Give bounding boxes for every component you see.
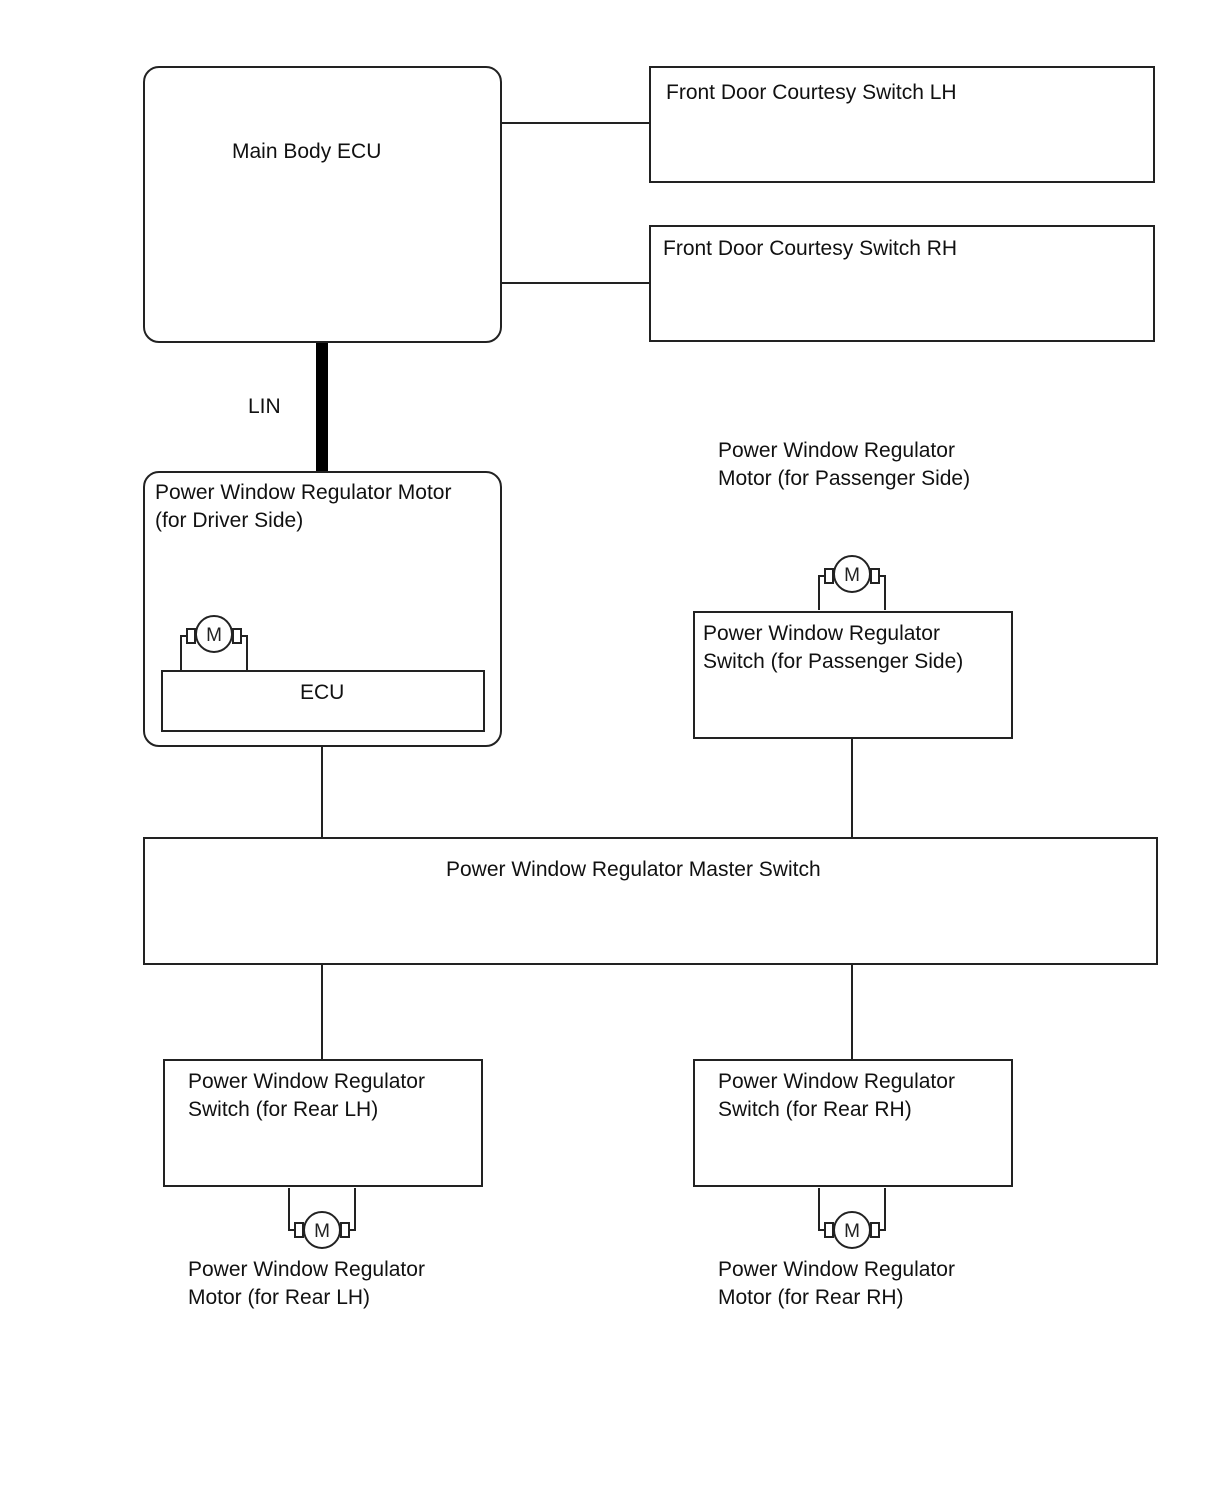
- motor-icon: M: [180, 615, 248, 670]
- connector-ecu-courtesy-lh: [500, 122, 650, 124]
- courtesy-switch-lh-box: [649, 66, 1155, 183]
- passenger-switch-label-line1: Power Window Regulator: [703, 622, 940, 645]
- rear-rh-switch-label-line2: Switch (for Rear RH): [718, 1098, 912, 1121]
- connector-driver-master: [321, 746, 323, 838]
- connector-ecu-courtesy-rh: [500, 282, 650, 284]
- main-body-ecu-label: Main Body ECU: [232, 140, 382, 163]
- passenger-switch-label-line2: Switch (for Passenger Side): [703, 650, 964, 673]
- motor-icon: M: [288, 1188, 356, 1249]
- passenger-motor-label-line1: Power Window Regulator: [718, 439, 955, 462]
- courtesy-switch-rh-label: Front Door Courtesy Switch RH: [663, 237, 958, 260]
- motor-symbol-label: M: [206, 625, 222, 646]
- passenger-switch-box: [693, 611, 1013, 739]
- rear-rh-switch-label-line1: Power Window Regulator: [718, 1070, 955, 1093]
- driver-motor-label-line2: (for Driver Side): [155, 509, 304, 532]
- driver-motor-label-line1: Power Window Regulator Motor: [155, 481, 452, 504]
- rear-rh-motor-label-line2: Motor (for Rear RH): [718, 1286, 904, 1309]
- driver-ecu-box: [161, 670, 485, 732]
- rear-rh-motor-label-line1: Power Window Regulator: [718, 1258, 955, 1281]
- main-body-ecu-box: [143, 66, 502, 343]
- rear-rh-switch-box: [693, 1059, 1013, 1187]
- rear-lh-switch-box: [163, 1059, 483, 1187]
- motor-icon: M: [818, 555, 886, 610]
- lin-label: LIN: [248, 395, 281, 418]
- motor-symbol-label: M: [314, 1221, 330, 1242]
- motor-icon: M: [818, 1188, 886, 1249]
- driver-ecu-label: ECU: [300, 681, 345, 704]
- courtesy-switch-lh-label: Front Door Courtesy Switch LH: [666, 81, 957, 104]
- rear-lh-motor-label-line1: Power Window Regulator: [188, 1258, 425, 1281]
- rear-lh-motor-label-line2: Motor (for Rear LH): [188, 1286, 371, 1309]
- lin-bus-line: [316, 342, 328, 472]
- motor-symbol-label: M: [844, 1221, 860, 1242]
- master-switch-box: [143, 837, 1158, 965]
- connector-master-rear-rh: [851, 964, 853, 1060]
- rear-lh-switch-label-line2: Switch (for Rear LH): [188, 1098, 379, 1121]
- motor-symbol-label: M: [844, 565, 860, 586]
- courtesy-switch-rh-box: [649, 225, 1155, 342]
- passenger-motor-label-line2: Motor (for Passenger Side): [718, 467, 971, 490]
- connector-master-rear-lh: [321, 964, 323, 1060]
- master-switch-label: Power Window Regulator Master Switch: [446, 858, 821, 881]
- connector-passenger-master: [851, 738, 853, 838]
- rear-lh-switch-label-line1: Power Window Regulator: [188, 1070, 425, 1093]
